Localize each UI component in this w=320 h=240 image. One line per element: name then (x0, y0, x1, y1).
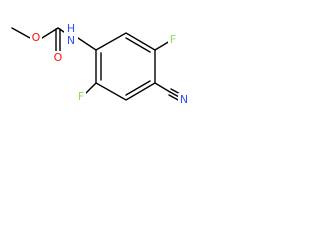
ring-double-bond-right (125, 80, 151, 96)
bond-ring-nitrile-carbon (154, 82, 171, 93)
label-bg-fluoro-bottom (76, 90, 86, 104)
fluoro-top-label: F (170, 33, 176, 46)
nitrile-nitrogen-label: N (180, 93, 188, 106)
structure-diagram: O O H N F F N (11, 22, 190, 107)
carbonyl-oxygen-label: O (54, 51, 63, 64)
bond-methyl-oxygen (11, 27, 31, 39)
fluoro-bottom-label: F (78, 90, 84, 103)
molecule-canvas: O O H N F F N (0, 0, 194, 120)
ring-double-bond-top (125, 37, 151, 53)
label-bg-methyl-oxygen (30, 31, 42, 45)
label-bg-nh (64, 24, 78, 48)
bond-ring-fluoro-top (154, 40, 171, 51)
bond-nh-ring (77, 37, 97, 51)
label-bg-nitrile-n (178, 93, 190, 107)
label-bg-fluoro-top (168, 33, 178, 47)
benzene-ring (95, 32, 156, 101)
amide-nitrogen-label: N (67, 34, 75, 47)
label-bg-carbonyl-oxygen (52, 51, 64, 65)
methyl-oxygen-label: O (32, 31, 41, 44)
amide-hydrogen-label: H (67, 22, 75, 35)
